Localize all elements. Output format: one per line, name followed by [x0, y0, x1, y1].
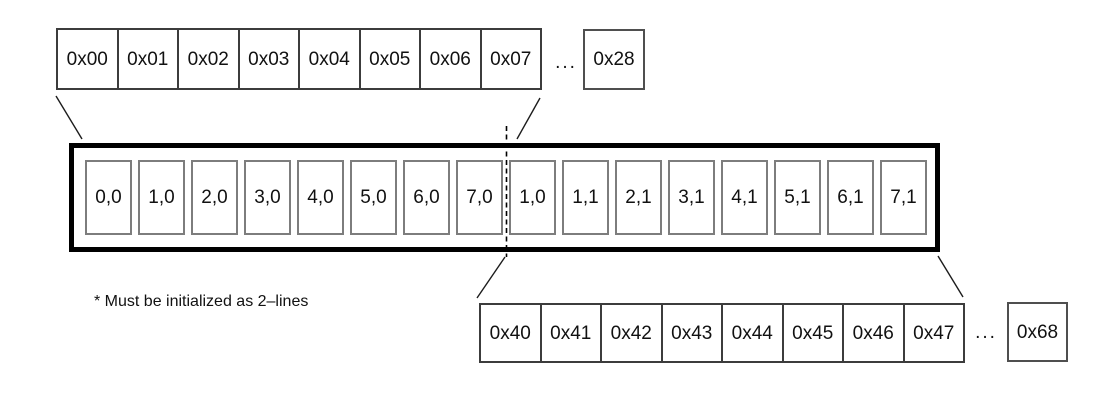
texel-cell: 1,1: [562, 160, 609, 235]
bottom-end-address-box: 0x68: [1007, 302, 1068, 362]
memory-address-cell: 0x04: [298, 28, 361, 90]
top-memory-row: 0x00 0x01 0x02 0x03 0x04 0x05 0x06 0x07: [56, 28, 542, 90]
texel-cell: 2,1: [615, 160, 662, 235]
memory-address-cell: 0x03: [237, 28, 300, 90]
connector-bottom-left-line: [476, 256, 506, 299]
bottom-ellipsis: ...: [975, 322, 997, 343]
texel-cell: 7,1: [880, 160, 927, 235]
connector-top-left-line: [55, 95, 83, 140]
connector-bottom-right-line: [937, 255, 964, 298]
memory-address-cell: 0x07: [479, 28, 542, 90]
memory-address-cell: 0x05: [358, 28, 421, 90]
memory-address-cell: 0x40: [479, 303, 542, 363]
memory-address-cell: 0x41: [539, 303, 602, 363]
texel-cell: 0,0: [85, 160, 132, 235]
texel-cell: 2,0: [191, 160, 238, 235]
connector-top-right-line: [516, 97, 541, 140]
texel-cell: 5,1: [774, 160, 821, 235]
memory-address-cell: 0x42: [600, 303, 663, 363]
memory-address-cell: 0x44: [721, 303, 784, 363]
texel-cell: 3,1: [668, 160, 715, 235]
memory-address-cell: 0x43: [660, 303, 723, 363]
two-line-buffer-box: 0,0 1,0 2,0 3,0 4,0 5,0 6,0 7,0 1,0 1,1 …: [69, 143, 940, 252]
memory-address-cell: 0x02: [177, 28, 240, 90]
texel-cell: 3,0: [244, 160, 291, 235]
texel-cell: 4,0: [297, 160, 344, 235]
bottom-memory-row: 0x40 0x41 0x42 0x43 0x44 0x45 0x46 0x47: [479, 303, 965, 363]
memory-address-cell: 0x47: [902, 303, 965, 363]
texel-cell: 1,0: [509, 160, 556, 235]
texel-cell: 6,1: [827, 160, 874, 235]
memory-address-cell: 0x00: [56, 28, 119, 90]
footnote-text: * Must be initialized as 2–lines: [94, 293, 309, 310]
top-ellipsis: ...: [555, 52, 577, 73]
memory-address-cell: 0x01: [116, 28, 179, 90]
texel-cell: 6,0: [403, 160, 450, 235]
texel-cell: 5,0: [350, 160, 397, 235]
memory-address-cell: 0x45: [781, 303, 844, 363]
texel-cell: 1,0: [138, 160, 185, 235]
top-end-address-box: 0x28: [583, 29, 645, 90]
memory-address-cell: 0x06: [419, 28, 482, 90]
memory-address-cell: 0x46: [842, 303, 905, 363]
texel-cell: 7,0: [456, 160, 503, 235]
texel-cell: 4,1: [721, 160, 768, 235]
